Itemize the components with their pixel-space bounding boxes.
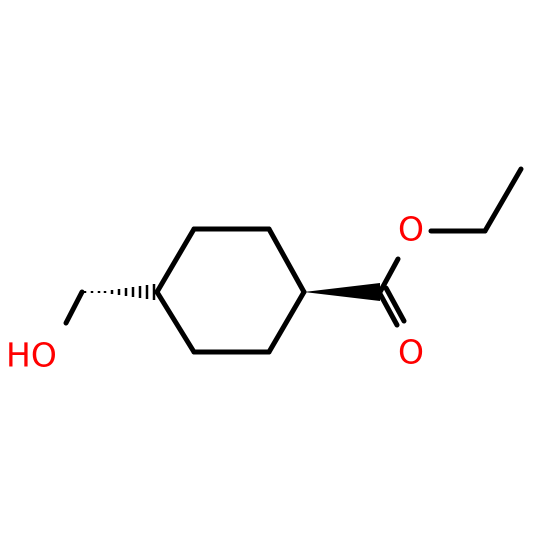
ring-bond-2 (266, 226, 307, 295)
ch2-oh-bond (63, 289, 85, 326)
ester-oxygen-label: O (398, 210, 424, 249)
ch2-ch3-bond (482, 166, 524, 234)
hydroxyl-label: HO (6, 336, 57, 375)
solid-wedge-bond (304, 283, 380, 301)
ring-bond-6 (154, 226, 197, 295)
c-o-ester-bond (377, 256, 401, 295)
ring-bond-5 (154, 289, 197, 355)
ring-bond-3 (266, 289, 307, 355)
carbonyl-bond-2 (383, 285, 407, 324)
carbonyl-oxygen-label: O (398, 333, 424, 372)
hashed-wedge-bond (83, 284, 156, 300)
cyclohexane-ring (154, 226, 307, 355)
carbonyl-bond-1 (376, 289, 400, 328)
